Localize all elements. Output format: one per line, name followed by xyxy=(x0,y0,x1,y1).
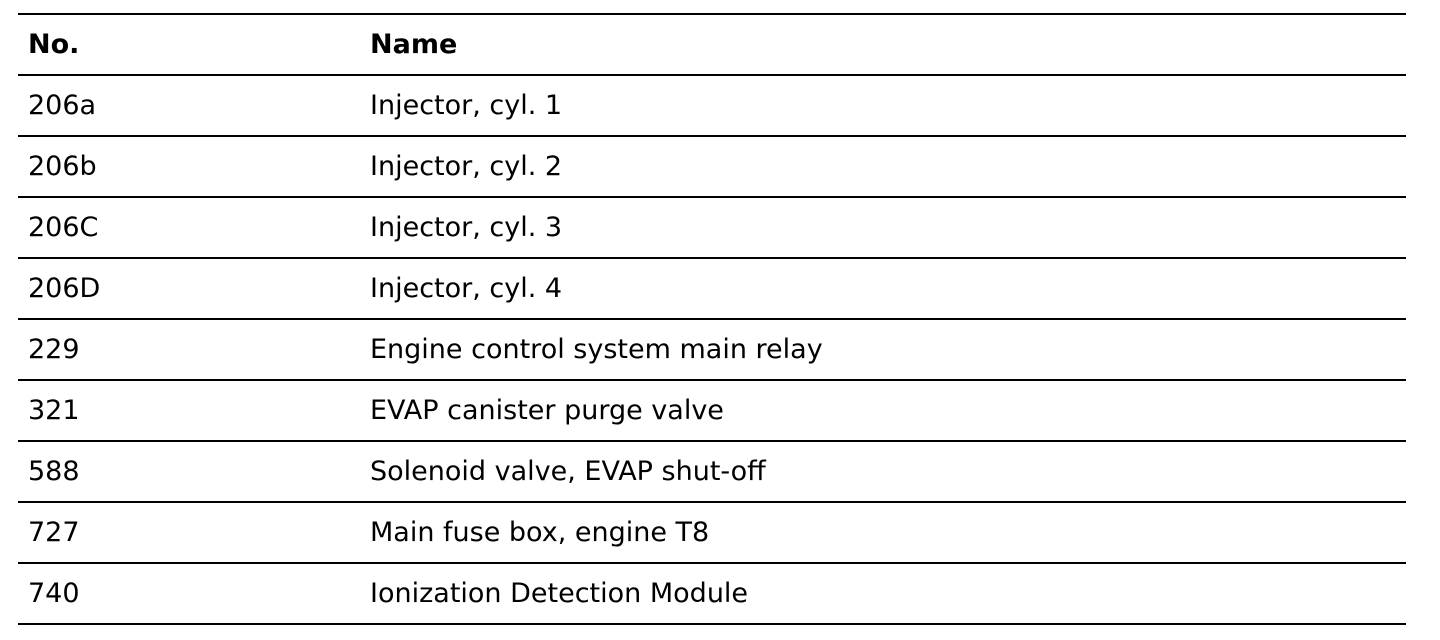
table-row: 206a Injector, cyl. 1 xyxy=(18,75,1406,136)
cell-no: 229 xyxy=(28,334,80,365)
table-row: 206D Injector, cyl. 4 xyxy=(18,258,1406,319)
cell-name: Injector, cyl. 4 xyxy=(370,273,563,304)
table-row: 206C Injector, cyl. 3 xyxy=(18,197,1406,258)
cell-no: 740 xyxy=(28,578,80,609)
cell-name: Solenoid valve, EVAP shut-off xyxy=(370,456,766,487)
table-body: 206a Injector, cyl. 1 206b Injector, cyl… xyxy=(18,75,1406,624)
table-row: 229 Engine control system main relay xyxy=(18,319,1406,380)
table-row: 588 Solenoid valve, EVAP shut-off xyxy=(18,441,1406,502)
cell-name: Injector, cyl. 1 xyxy=(370,90,563,121)
cell-no: 206a xyxy=(28,90,97,121)
header-row: No. Name xyxy=(18,14,1406,75)
table-row: 727 Main fuse box, engine T8 xyxy=(18,502,1406,563)
cell-no: 727 xyxy=(28,517,80,548)
table-row: 321 EVAP canister purge valve xyxy=(18,380,1406,441)
cell-no: 321 xyxy=(28,395,80,426)
header-no: No. xyxy=(28,29,80,60)
cell-name: EVAP canister purge valve xyxy=(370,395,724,426)
cell-no: 206b xyxy=(28,151,97,182)
cell-name: Engine control system main relay xyxy=(370,334,823,365)
table-row: 740 Ionization Detection Module xyxy=(18,563,1406,624)
cell-name: Main fuse box, engine T8 xyxy=(370,517,710,548)
components-table: No. Name 206a Injector, cyl. 1 206b Inje… xyxy=(18,13,1406,625)
cell-name: Injector, cyl. 2 xyxy=(370,151,563,182)
cell-no: 206D xyxy=(28,273,101,304)
header-name: Name xyxy=(370,29,458,60)
table-header: No. Name xyxy=(18,14,1406,75)
table-row: 206b Injector, cyl. 2 xyxy=(18,136,1406,197)
cell-name: Injector, cyl. 3 xyxy=(370,212,563,243)
cell-name: Ionization Detection Module xyxy=(370,578,749,609)
cell-no: 588 xyxy=(28,456,80,487)
cell-no: 206C xyxy=(28,212,99,243)
